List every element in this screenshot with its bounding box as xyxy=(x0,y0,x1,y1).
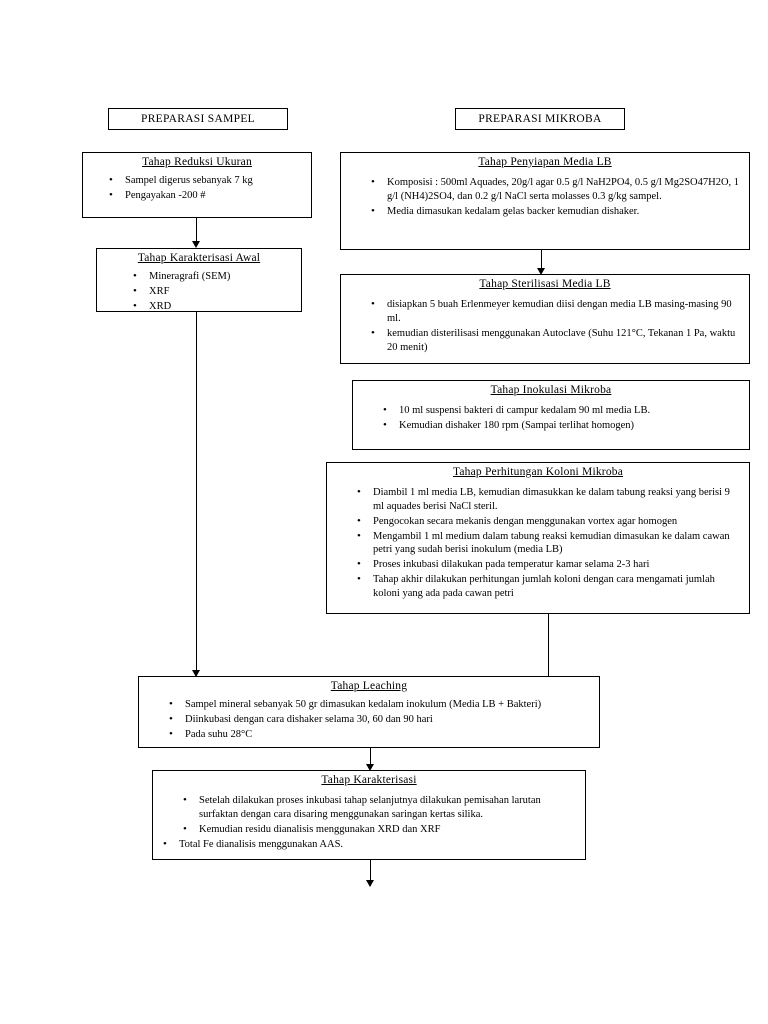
connector-line xyxy=(548,614,549,677)
bullet-list: Setelah dilakukan proses inkubasi tahap … xyxy=(153,793,585,837)
box-header: Tahap Perhitungan Koloni Mikroba xyxy=(452,466,624,478)
box-tahap-karakterisasi-awal: Tahap Karakterisasi Awal Mineragrafi (SE… xyxy=(96,248,302,312)
connector-arrow xyxy=(192,241,200,248)
list-item: 10 ml suspensi bakteri di campur kedalam… xyxy=(383,403,749,418)
box-tahap-penyiapan-media-lb: Tahap Penyiapan Media LB Komposisi : 500… xyxy=(340,152,750,250)
bullet-list: Sampel digerus sebanyak 7 kg Pengayakan … xyxy=(83,173,311,203)
box-header: Tahap Inokulasi Mikroba xyxy=(490,384,612,396)
list-item: Mengambil 1 ml medium dalam tabung reaks… xyxy=(357,529,749,558)
list-item: Pengayakan -200 # xyxy=(109,188,311,203)
connector-line xyxy=(196,218,197,244)
box-tahap-karakterisasi: Tahap Karakterisasi Setelah dilakukan pr… xyxy=(152,770,586,860)
bullet-list: 10 ml suspensi bakteri di campur kedalam… xyxy=(353,403,749,433)
list-item: Kemudian residu dianalisis menggunakan X… xyxy=(183,822,585,837)
connector-line xyxy=(196,312,197,677)
box-tahap-leaching: Tahap Leaching Sampel mineral sebanyak 5… xyxy=(138,676,600,748)
list-item: Kemudian dishaker 180 rpm (Sampai terlih… xyxy=(383,418,749,433)
box-header: Tahap Leaching xyxy=(330,680,408,692)
connector-arrow xyxy=(366,764,374,771)
box-tahap-inokulasi-mikroba: Tahap Inokulasi Mikroba 10 ml suspensi b… xyxy=(352,380,750,450)
connector-line xyxy=(370,860,371,886)
connector-arrow xyxy=(366,880,374,887)
title-preparasi-sampel-label: PREPARASI SAMPEL xyxy=(141,113,255,125)
title-preparasi-mikroba: PREPARASI MIKROBA xyxy=(455,108,625,130)
box-tahap-sterilisasi-media-lb: Tahap Sterilisasi Media LB disiapkan 5 b… xyxy=(340,274,750,364)
bullet-list: disiapkan 5 buah Erlenmeyer kemudian dii… xyxy=(341,297,749,355)
bullet-list: Diambil 1 ml media LB, kemudian dimasukk… xyxy=(327,485,749,601)
connector-line xyxy=(370,748,371,768)
box-tahap-reduksi-ukuran: Tahap Reduksi Ukuran Sampel digerus seba… xyxy=(82,152,312,218)
box-header: Tahap Reduksi Ukuran xyxy=(142,156,252,168)
list-item: XRF xyxy=(133,284,301,299)
list-item: Media dimasukan kedalam gelas backer kem… xyxy=(371,204,749,219)
list-item: Setelah dilakukan proses inkubasi tahap … xyxy=(183,793,585,822)
box-header: Tahap Sterilisasi Media LB xyxy=(479,278,611,290)
list-item: disiapkan 5 buah Erlenmeyer kemudian dii… xyxy=(371,297,749,326)
title-preparasi-sampel: PREPARASI SAMPEL xyxy=(108,108,288,130)
list-item: XRD xyxy=(133,299,301,311)
connector-arrow xyxy=(537,268,545,275)
connector-arrow xyxy=(192,670,200,677)
list-item: Sampel mineral sebanyak 50 gr dimasukan … xyxy=(169,697,599,712)
bullet-list: Mineragrafi (SEM) XRF XRD xyxy=(97,269,301,311)
list-item: Mineragrafi (SEM) xyxy=(133,269,301,284)
list-item: Komposisi : 500ml Aquades, 20g/l agar 0.… xyxy=(371,175,749,204)
list-item: Total Fe dianalisis menggunakan AAS. xyxy=(163,837,585,852)
box-tahap-perhitungan-koloni-mikroba: Tahap Perhitungan Koloni Mikroba Diambil… xyxy=(326,462,750,614)
list-item: kemudian disterilisasi menggunakan Autoc… xyxy=(371,326,749,355)
list-item: Sampel digerus sebanyak 7 kg xyxy=(109,173,311,188)
list-item: Pada suhu 28°C xyxy=(169,727,599,742)
connector-line xyxy=(541,250,542,272)
list-item: Pengocokan secara mekanis dengan menggun… xyxy=(357,514,749,529)
list-item: Proses inkubasi dilakukan pada temperatu… xyxy=(357,557,749,572)
bullet-list: Komposisi : 500ml Aquades, 20g/l agar 0.… xyxy=(341,175,749,219)
bullet-list: Sampel mineral sebanyak 50 gr dimasukan … xyxy=(139,697,599,742)
list-item: Diambil 1 ml media LB, kemudian dimasukk… xyxy=(357,485,749,514)
bullet-list-overflow: Total Fe dianalisis menggunakan AAS. xyxy=(153,837,585,852)
list-item: Tahap akhir dilakukan perhitungan jumlah… xyxy=(357,572,749,601)
title-preparasi-mikroba-label: PREPARASI MIKROBA xyxy=(478,113,602,125)
box-header: Tahap Karakterisasi xyxy=(321,774,417,786)
box-header: Tahap Karakterisasi Awal xyxy=(137,252,261,264)
list-item: Diinkubasi dengan cara dishaker selama 3… xyxy=(169,712,599,727)
box-header: Tahap Penyiapan Media LB xyxy=(478,156,612,168)
